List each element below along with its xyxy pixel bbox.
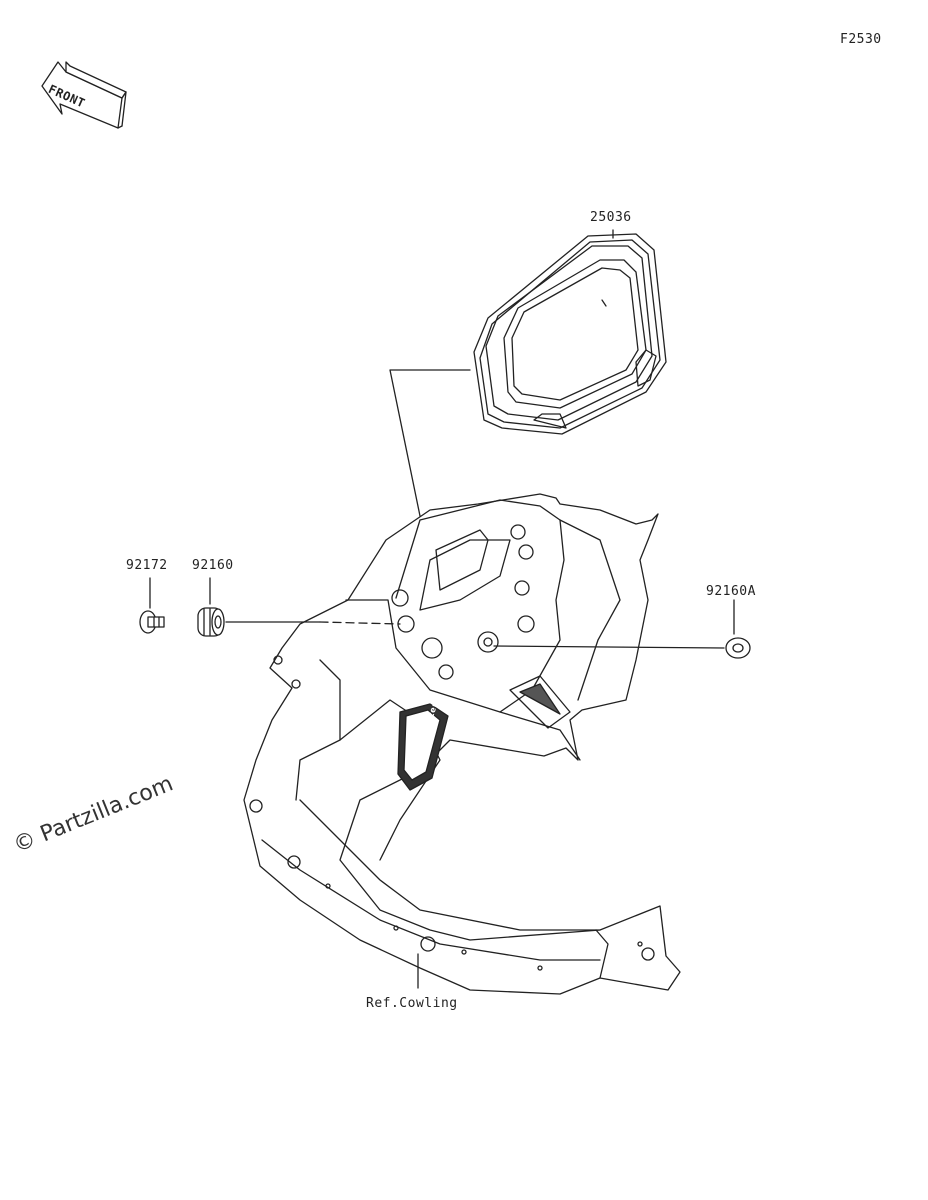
diagram-code: F2530 xyxy=(840,32,882,47)
leader-92160a-to-bracket xyxy=(493,645,725,649)
grommet-92160-part xyxy=(197,607,225,637)
part-number-92160a: 92160A xyxy=(706,584,756,599)
screw-92172-part xyxy=(139,610,165,634)
part-number-25036: 25036 xyxy=(590,210,632,225)
part-number-92172: 92172 xyxy=(126,558,168,573)
part-number-92160: 92160 xyxy=(192,558,234,573)
collar-92160a-part xyxy=(725,637,751,659)
front-arrow-icon xyxy=(41,61,127,129)
meter-unit-part xyxy=(473,233,667,435)
reference-label: Ref.Cowling xyxy=(366,996,458,1011)
meter-bracket-part xyxy=(243,493,681,995)
